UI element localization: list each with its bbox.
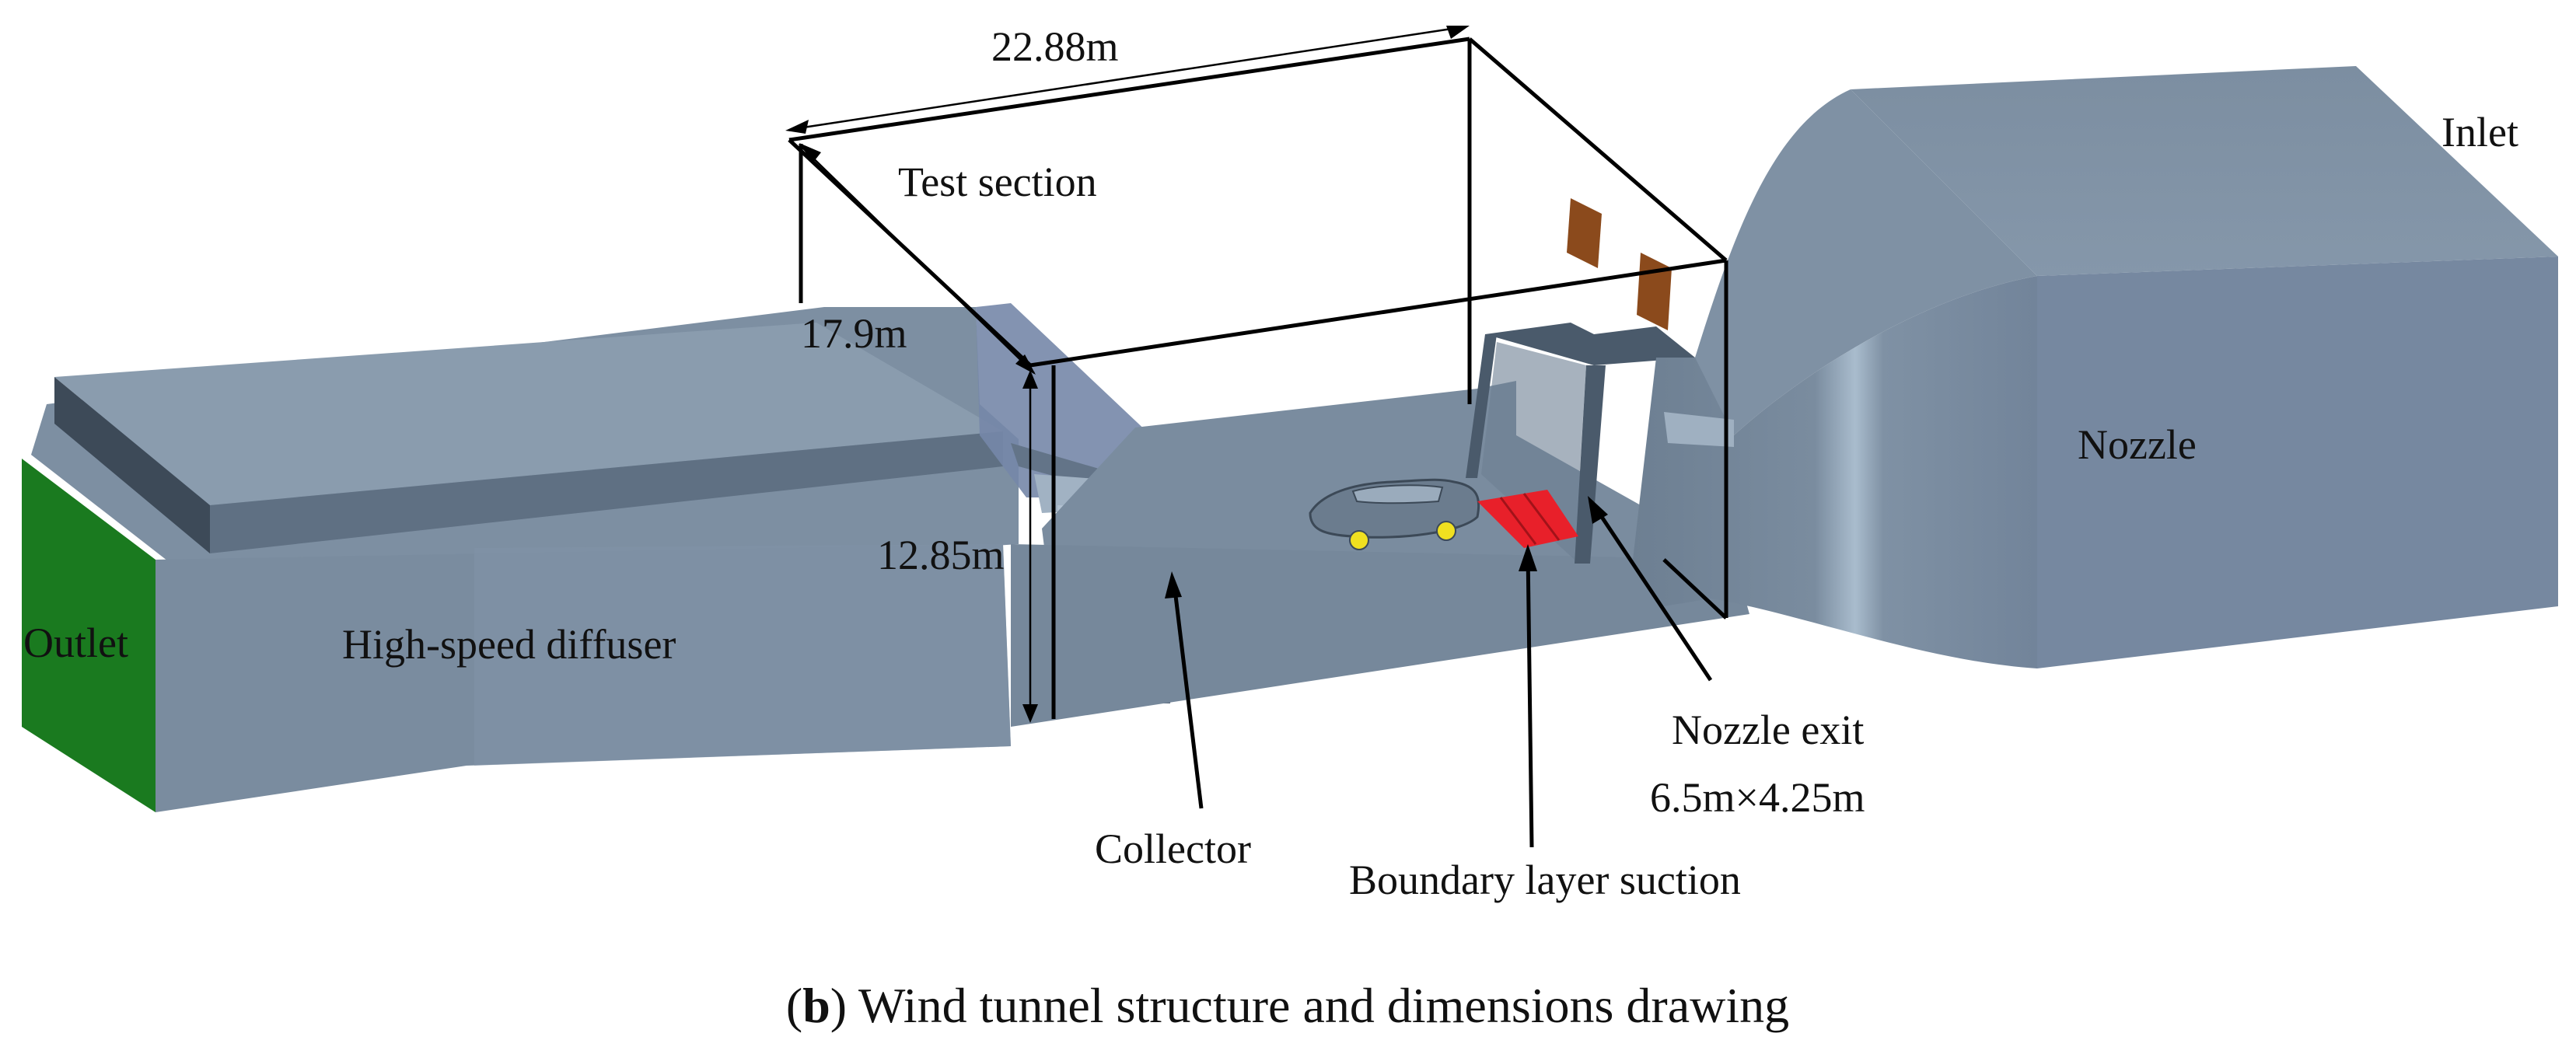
suction-leader-arrow: [1519, 544, 1537, 571]
car-wheel-front: [1349, 530, 1369, 550]
inlet-label: Inlet: [2441, 109, 2518, 155]
floor-front: [1011, 544, 1749, 727]
nozzle-exit-right-post: [1575, 365, 1606, 564]
car-wheel-rear: [1436, 521, 1456, 541]
test-section-label: Test section: [898, 159, 1097, 205]
test-section-wireframe: [788, 37, 1728, 719]
brown-panel-2: [1637, 253, 1672, 330]
high-speed-diffuser-body: [31, 307, 1019, 812]
length-arrow-right: [1446, 26, 1470, 39]
diffuser-roof-plate-front: [210, 431, 1003, 553]
dimension-width-label: 17.9m: [801, 310, 907, 357]
wire-top-back: [788, 37, 1470, 142]
diffuser-shading: [474, 544, 1011, 766]
diffuser-roof-plate-edge: [54, 377, 210, 553]
nozzle-exit-top: [1485, 323, 1695, 365]
boundary-layer-suction-label: Boundary layer suction: [1349, 857, 1741, 903]
car-model: [1309, 478, 1480, 550]
nozzle-exit-frame: [1466, 323, 1695, 564]
high-speed-diffuser-label: High-speed diffuser: [342, 621, 676, 668]
inlet-top-surface: [1851, 66, 2558, 276]
caption-text: ) Wind tunnel structure and dimensions d…: [830, 978, 1789, 1033]
length-arrow-left: [785, 120, 809, 134]
collector-leader-arrow: [1165, 571, 1182, 599]
suction-stripe-2: [1522, 493, 1561, 541]
width-arrow-bottom: [1015, 354, 1036, 375]
outlet-label: Outlet: [23, 619, 128, 666]
dimension-height-label: 12.85m: [877, 532, 1005, 578]
nozzle-curved-top: [1695, 89, 2037, 435]
collector-leader: [1172, 582, 1204, 809]
dimension-arrows: [792, 26, 1463, 719]
width-arrow-top: [799, 143, 821, 163]
nozzle-label: Nozzle: [2078, 421, 2197, 468]
nozzle-exit-size-label: 6.5m×4.25m: [1650, 774, 1865, 821]
arrow-heads: [785, 26, 1470, 723]
nozzle-exit-label: Nozzle exit: [1672, 707, 1864, 753]
wire-top-right: [1468, 37, 1728, 262]
nozzle-exit-leader-arrow: [1588, 496, 1608, 524]
wire-top-front: [1029, 258, 1727, 368]
leader-arrow-heads: [1165, 496, 1608, 599]
height-arrow-bottom: [1022, 704, 1038, 723]
caption-open-paren: (: [786, 978, 802, 1033]
inlet-front-face: [2037, 257, 2558, 668]
suction-stripe-1: [1499, 497, 1537, 545]
width-dim-line: [800, 145, 1035, 374]
suction-leader: [1526, 551, 1534, 848]
nozzle-exit-leader: [1592, 504, 1713, 682]
car-window: [1351, 484, 1444, 504]
figure-caption: (b) Wind tunnel structure and dimensions…: [786, 978, 1789, 1033]
nozzle-exit-inner: [1481, 342, 1586, 560]
brown-panel-1: [1567, 198, 1602, 268]
wire-bottom-right: [1662, 558, 1728, 619]
diffuser-roof-plate: [54, 323, 1003, 505]
nozzle-exit-left-post: [1466, 334, 1497, 478]
outlet-face: [22, 459, 156, 812]
dimension-length-label: 22.88m: [991, 23, 1119, 70]
height-arrow-top: [1022, 370, 1038, 389]
leader-lines: [1172, 504, 1713, 848]
caption-letter: b: [802, 978, 830, 1033]
nozzle-inlet-body: [1633, 66, 2558, 668]
collector-label: Collector: [1095, 825, 1251, 872]
nozzle-ledge: [1664, 412, 1734, 447]
length-dim-line: [792, 26, 1463, 131]
nozzle-front-face: [1633, 276, 2037, 668]
